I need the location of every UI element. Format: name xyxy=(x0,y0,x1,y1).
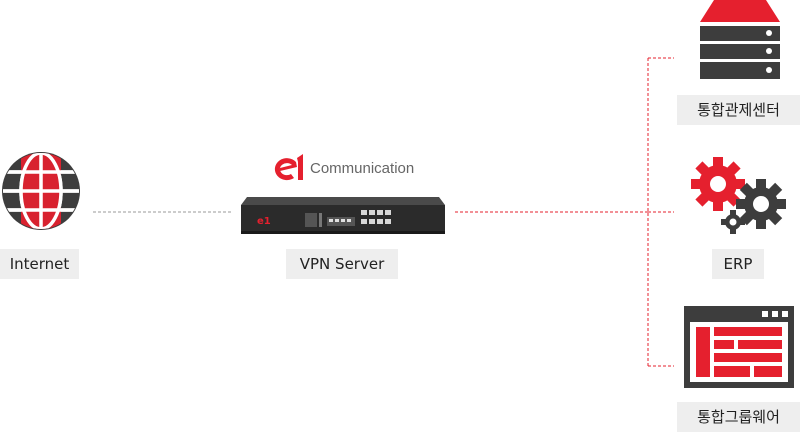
svg-text:e1: e1 xyxy=(257,216,271,227)
browser-window-icon xyxy=(684,306,794,388)
erp-label: ERP xyxy=(712,249,764,279)
gears-icon xyxy=(691,157,786,234)
vpn-appliance-icon: e1 xyxy=(241,197,445,234)
vpn-label: VPN Server xyxy=(286,249,398,279)
globe-icon xyxy=(2,152,80,230)
control-center-label: 통합관제센터 xyxy=(677,95,800,125)
groupware-label: 통합그룹웨어 xyxy=(677,402,800,432)
server-rack-icon xyxy=(700,0,780,79)
brand-name: Communication xyxy=(310,160,415,177)
e1-logo-icon xyxy=(274,154,303,181)
internet-label: Internet xyxy=(0,249,79,279)
